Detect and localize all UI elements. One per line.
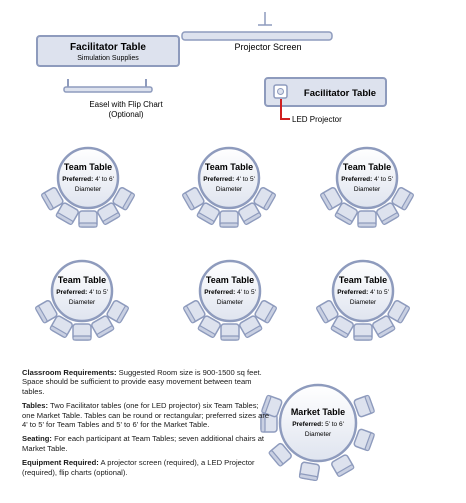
table-preferred: Preferred: 4' to 5': [337, 289, 389, 296]
table-diameter: Diameter: [350, 299, 377, 306]
chair: [41, 187, 64, 211]
chair: [353, 394, 375, 418]
chair: [387, 300, 410, 324]
chair: [55, 202, 79, 225]
note-seating-heading: Seating:: [22, 434, 52, 444]
note-tables-text: Two Facilitator tables (one for LED proj…: [22, 401, 270, 430]
chair: [376, 202, 400, 225]
table-title: Team Table: [206, 275, 254, 285]
note-tables-heading: Tables:: [22, 401, 49, 411]
easel-label-line1: Easel with Flip Chart: [89, 100, 163, 109]
table-preferred: Preferred: 4' to 6': [62, 176, 114, 183]
chair: [334, 202, 358, 225]
projector-screen-label: Projector Screen: [234, 42, 301, 52]
table-title: Team Table: [343, 162, 391, 172]
note-equipment: Equipment Required: A projector screen (…: [22, 458, 270, 477]
table-diameter: Diameter: [69, 299, 96, 306]
easel-flip-chart: Easel with Flip Chart (Optional): [63, 79, 163, 119]
table-top: [331, 259, 395, 323]
table-title: Team Table: [205, 162, 253, 172]
chair: [261, 394, 283, 418]
table-preferred: Preferred: 4' to 5': [56, 289, 108, 296]
table-preferred: Preferred: 5' to 6': [292, 421, 344, 428]
chair: [106, 300, 129, 324]
table-diameter: Diameter: [217, 299, 244, 306]
note-classroom-heading: Classroom Requirements:: [22, 368, 117, 377]
note-equipment-text: A projector screen (required), a LED Pro…: [22, 458, 255, 477]
chair: [298, 461, 321, 482]
chair: [182, 187, 205, 211]
chair: [219, 210, 239, 228]
easel-label-line2: (Optional): [108, 110, 143, 119]
chair: [320, 187, 343, 211]
led-projector-label: LED Projector: [292, 115, 342, 124]
chair: [220, 323, 240, 341]
chair: [196, 202, 220, 225]
chair: [353, 323, 373, 341]
note-tables: Tables: Two Facilitator tables (one for …: [22, 401, 270, 429]
chair: [260, 413, 278, 433]
chair: [372, 315, 396, 338]
chair: [238, 202, 262, 225]
chair: [97, 202, 121, 225]
table-title: Team Table: [64, 162, 112, 172]
chair: [253, 187, 276, 211]
chair: [353, 428, 375, 452]
chair: [331, 454, 355, 477]
note-equipment-heading: Equipment Required:: [22, 458, 99, 468]
table-diameter: Diameter: [216, 186, 243, 193]
table-top: [50, 259, 114, 323]
facilitator-table-top-subtitle: Simulation Supplies: [77, 55, 139, 62]
chair: [316, 300, 339, 324]
note-seating: Seating: For each participant at Team Ta…: [22, 434, 270, 453]
table-title: Team Table: [339, 275, 387, 285]
chair: [112, 187, 135, 211]
classroom-notes: Classroom Requirements: Suggested Room s…: [22, 368, 270, 482]
table-top: [335, 146, 399, 210]
facilitator-table-top-title: Facilitator Table: [70, 42, 146, 53]
note-classroom: Classroom Requirements: Suggested Room s…: [22, 368, 270, 396]
table-top: [198, 259, 262, 323]
note-classroom-text: Suggested Room size is 900-1500 sq feet.…: [22, 368, 262, 396]
chair: [91, 315, 115, 338]
table-preferred: Preferred: 4' to 5': [204, 289, 256, 296]
table-diameter: Diameter: [354, 186, 381, 193]
facilitator-table-right: Facilitator Table LED Projector: [264, 77, 387, 124]
chair: [330, 315, 354, 338]
chair: [183, 300, 206, 324]
table-top: [278, 383, 358, 463]
facilitator-table-right-title: Facilitator Table: [304, 88, 376, 99]
chair: [49, 315, 73, 338]
table-title: Team Table: [58, 275, 106, 285]
table-preferred: Preferred: 4' to 5': [341, 176, 393, 183]
table-top: [56, 146, 120, 210]
chair: [239, 315, 263, 338]
chair: [254, 300, 277, 324]
projector-screen: Projector Screen: [181, 12, 333, 52]
table-preferred: Preferred: 4' to 5': [203, 176, 255, 183]
note-seating-text: For each participant at Team Tables; sev…: [22, 434, 265, 453]
table-diameter: Diameter: [305, 431, 332, 438]
chair: [391, 187, 414, 211]
chair: [35, 300, 58, 324]
chair: [197, 315, 221, 338]
chair: [268, 442, 292, 467]
table-diameter: Diameter: [75, 186, 102, 193]
chair: [357, 210, 377, 228]
table-top: [197, 146, 261, 210]
chair: [72, 323, 92, 341]
chair: [78, 210, 98, 228]
table-title: Market Table: [291, 407, 345, 417]
facilitator-table-top: Facilitator Table Simulation Supplies: [36, 35, 180, 67]
